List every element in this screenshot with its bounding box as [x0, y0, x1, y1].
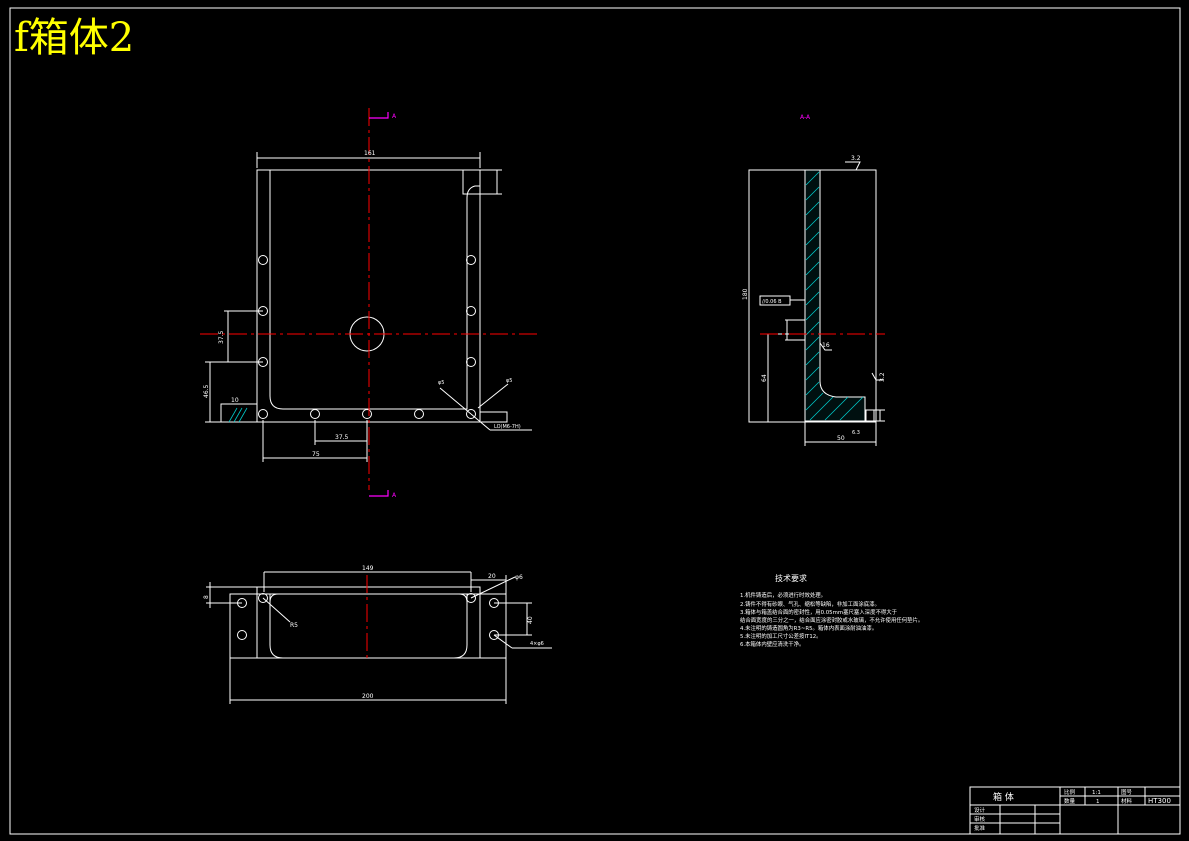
front-centerlines: [200, 108, 540, 490]
note-hole: 4×φ6: [530, 641, 544, 647]
dim-base-thick: 6.3: [852, 430, 860, 436]
tech-item: 1.机件铸造后，必须进行时效处理。: [740, 591, 826, 599]
section-marker-top-label: A: [392, 113, 397, 120]
title-material-value: HT300: [1148, 797, 1171, 805]
dim-left: 8: [203, 595, 210, 599]
dim-step: 16: [822, 342, 830, 349]
section-hatch: [805, 171, 864, 421]
tech-item: 4.未注明的铸造圆角为R3~R5。箱体内表面涂耐油油漆。: [740, 624, 877, 632]
section-marker-bottom-label: A: [392, 492, 397, 499]
dim-right: 20: [488, 573, 496, 580]
tech-item: 结合面宽度的三分之一，结合面应涂密封胶或水玻璃，不允许使用任何垫片。: [740, 616, 923, 624]
section-view: [748, 161, 885, 446]
dim-hole-b: φ5: [506, 378, 512, 384]
tolerance-box: //0.06 B: [762, 299, 782, 305]
dim-hole-spacing-v: 37.5: [218, 330, 225, 344]
title-row-label: 审核: [974, 815, 986, 823]
dim-top-width: 161: [364, 150, 376, 157]
title-material-label: 材料: [1121, 797, 1133, 805]
dim-left-height: 46.5: [203, 384, 210, 398]
overlay-title: f箱体2: [14, 15, 135, 61]
dim-small-tab: 10: [231, 397, 239, 404]
dim-hole-a: φ5: [438, 380, 444, 386]
dim-inner-width: 149: [362, 565, 374, 572]
dim-hole-spacing-h: 37.5: [335, 434, 349, 441]
tech-item: 2.铸件不得有砂眼、气孔、缩松等缺陷，非加工面涂底漆。: [740, 600, 880, 608]
tech-item: 5.未注明的加工尺寸公差按IT12。: [740, 632, 822, 640]
title-scale-value: 1:1: [1092, 790, 1101, 796]
title-row-label: 设计: [974, 806, 986, 814]
dim-inner: 64: [761, 374, 768, 382]
title-qty-value: 1: [1096, 799, 1100, 805]
tech-item: 6.本箱体内壁应清洗干净。: [740, 640, 804, 648]
drawing-frame: [9, 7, 1181, 835]
title-row-label: 批准: [974, 824, 986, 832]
title-qty-label: 数量: [1064, 797, 1076, 805]
title-scale-label: 比例: [1064, 788, 1076, 796]
title-block: [969, 786, 1181, 835]
dim-base-width: 50: [837, 435, 845, 442]
title-part-name: 箱 体: [993, 791, 1014, 803]
tech-heading: 技术要求: [775, 573, 807, 583]
technical-requirements: 技术要求 1.机件铸造后，必须进行时效处理。 2.铸件不得有砂眼、气孔、缩松等缺…: [740, 573, 923, 648]
front-hatch: [228, 407, 248, 423]
dim-bottom-width: 75: [312, 451, 320, 458]
dim-section-height: 180: [742, 288, 749, 300]
tech-item: 3.箱体与箱盖结合面的密封性，用0.05mm塞尺塞入深度不得大于: [740, 608, 898, 616]
dim-hole-bottom: φ6: [515, 574, 523, 581]
roughness-top: 3.2: [851, 155, 861, 162]
roughness-side: 3.2: [879, 372, 886, 382]
dim-right-height: 40: [527, 616, 534, 624]
dim-corner-radius: R5: [290, 622, 298, 629]
section-label: A-A: [800, 114, 811, 121]
bottom-view: [206, 571, 552, 704]
section-markers: [369, 112, 389, 497]
dim-total-width: 200: [362, 693, 374, 700]
title-sheet-label: 图号: [1121, 788, 1133, 796]
note-thread: LO(M6-7H): [494, 424, 521, 430]
